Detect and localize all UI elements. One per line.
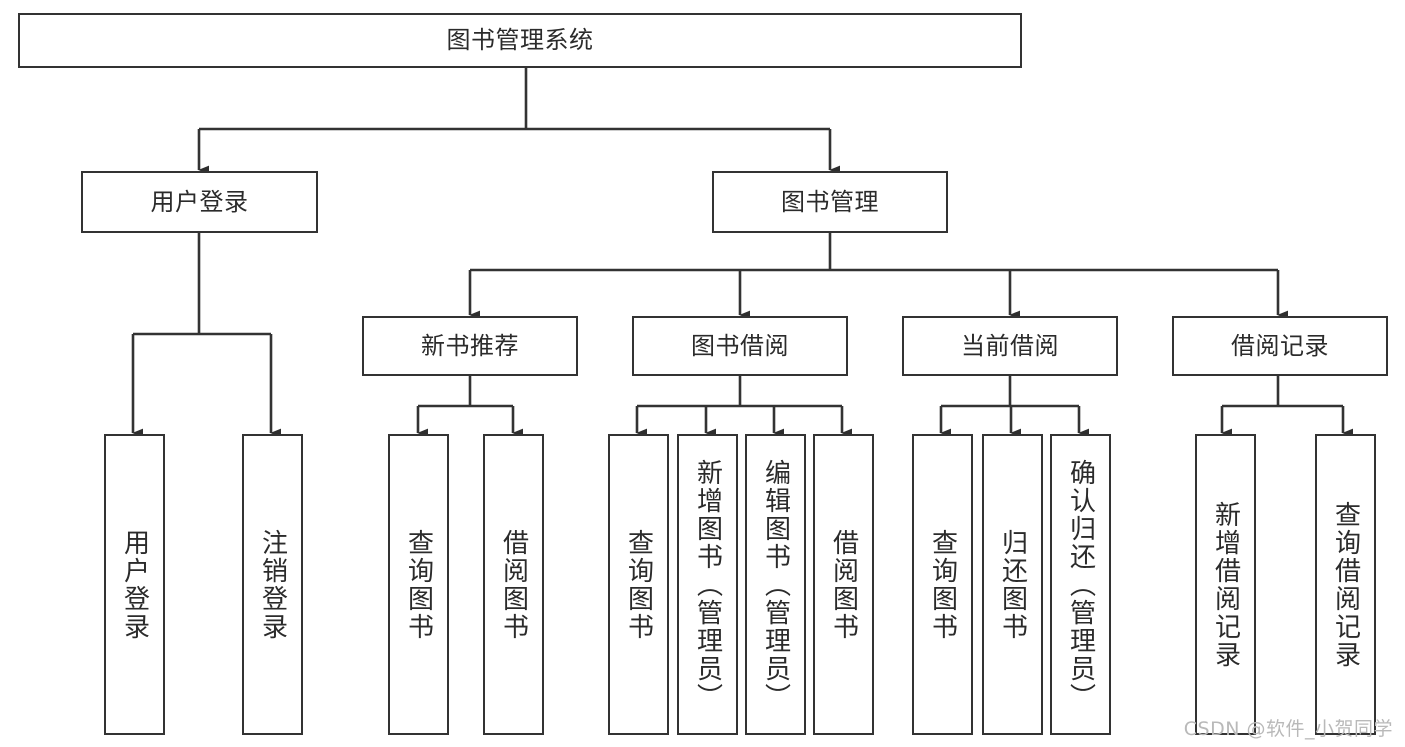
node-label: 查询图书 — [403, 528, 434, 641]
leaf-leaf-query-book-2[interactable]: 查询图书 — [608, 434, 669, 735]
node-label: 注销登录 — [257, 528, 288, 641]
node-label: 借阅图书 — [828, 528, 859, 641]
node-label: 查询图书 — [623, 528, 654, 641]
leaf-leaf-user-login[interactable]: 用户登录 — [104, 434, 165, 735]
node-label: 借阅图书 — [498, 528, 529, 641]
node-label: 确认归还（管理员） — [1065, 458, 1096, 711]
leaf-leaf-query-record[interactable]: 查询借阅记录 — [1315, 434, 1376, 735]
leaf-leaf-borrow-book-2[interactable]: 借阅图书 — [813, 434, 874, 735]
node-label: 新增借阅记录 — [1210, 500, 1241, 669]
node-label: 查询借阅记录 — [1330, 500, 1361, 669]
node-book-manage[interactable]: 图书管理 — [712, 171, 948, 233]
node-label: 借阅记录 — [1231, 331, 1329, 360]
node-current-borrow[interactable]: 当前借阅 — [902, 316, 1118, 376]
leaf-leaf-borrow-book-1[interactable]: 借阅图书 — [483, 434, 544, 735]
leaf-leaf-edit-book[interactable]: 编辑图书（管理员） — [745, 434, 806, 735]
leaf-leaf-return-book[interactable]: 归还图书 — [982, 434, 1043, 735]
leaf-leaf-query-book-3[interactable]: 查询图书 — [912, 434, 973, 735]
leaf-leaf-add-book[interactable]: 新增图书（管理员） — [677, 434, 738, 735]
node-book-borrow[interactable]: 图书借阅 — [632, 316, 848, 376]
node-label: 当前借阅 — [961, 331, 1059, 360]
csdn-watermark: CSDN @软件_小贺同学 — [1183, 718, 1393, 740]
node-label: 新书推荐 — [421, 331, 519, 360]
leaf-leaf-logout[interactable]: 注销登录 — [242, 434, 303, 735]
node-root[interactable]: 图书管理系统 — [18, 13, 1022, 68]
node-label: 归还图书 — [997, 528, 1028, 641]
node-label: 图书借阅 — [691, 331, 789, 360]
node-label: 图书管理系统 — [446, 26, 594, 55]
edge-group — [131, 68, 1354, 438]
node-label: 查询图书 — [927, 528, 958, 641]
node-borrow-record[interactable]: 借阅记录 — [1172, 316, 1388, 376]
node-label: 编辑图书（管理员） — [760, 458, 791, 711]
node-user-login[interactable]: 用户登录 — [81, 171, 318, 233]
node-label: 新增图书（管理员） — [692, 458, 723, 711]
node-label: 用户登录 — [119, 528, 150, 641]
node-label: 用户登录 — [150, 187, 249, 216]
node-label: 图书管理 — [781, 187, 879, 216]
leaf-leaf-query-book-1[interactable]: 查询图书 — [388, 434, 449, 735]
leaf-leaf-confirm-return[interactable]: 确认归还（管理员） — [1050, 434, 1111, 735]
node-new-book-recommend[interactable]: 新书推荐 — [362, 316, 578, 376]
leaf-leaf-add-record[interactable]: 新增借阅记录 — [1195, 434, 1256, 735]
